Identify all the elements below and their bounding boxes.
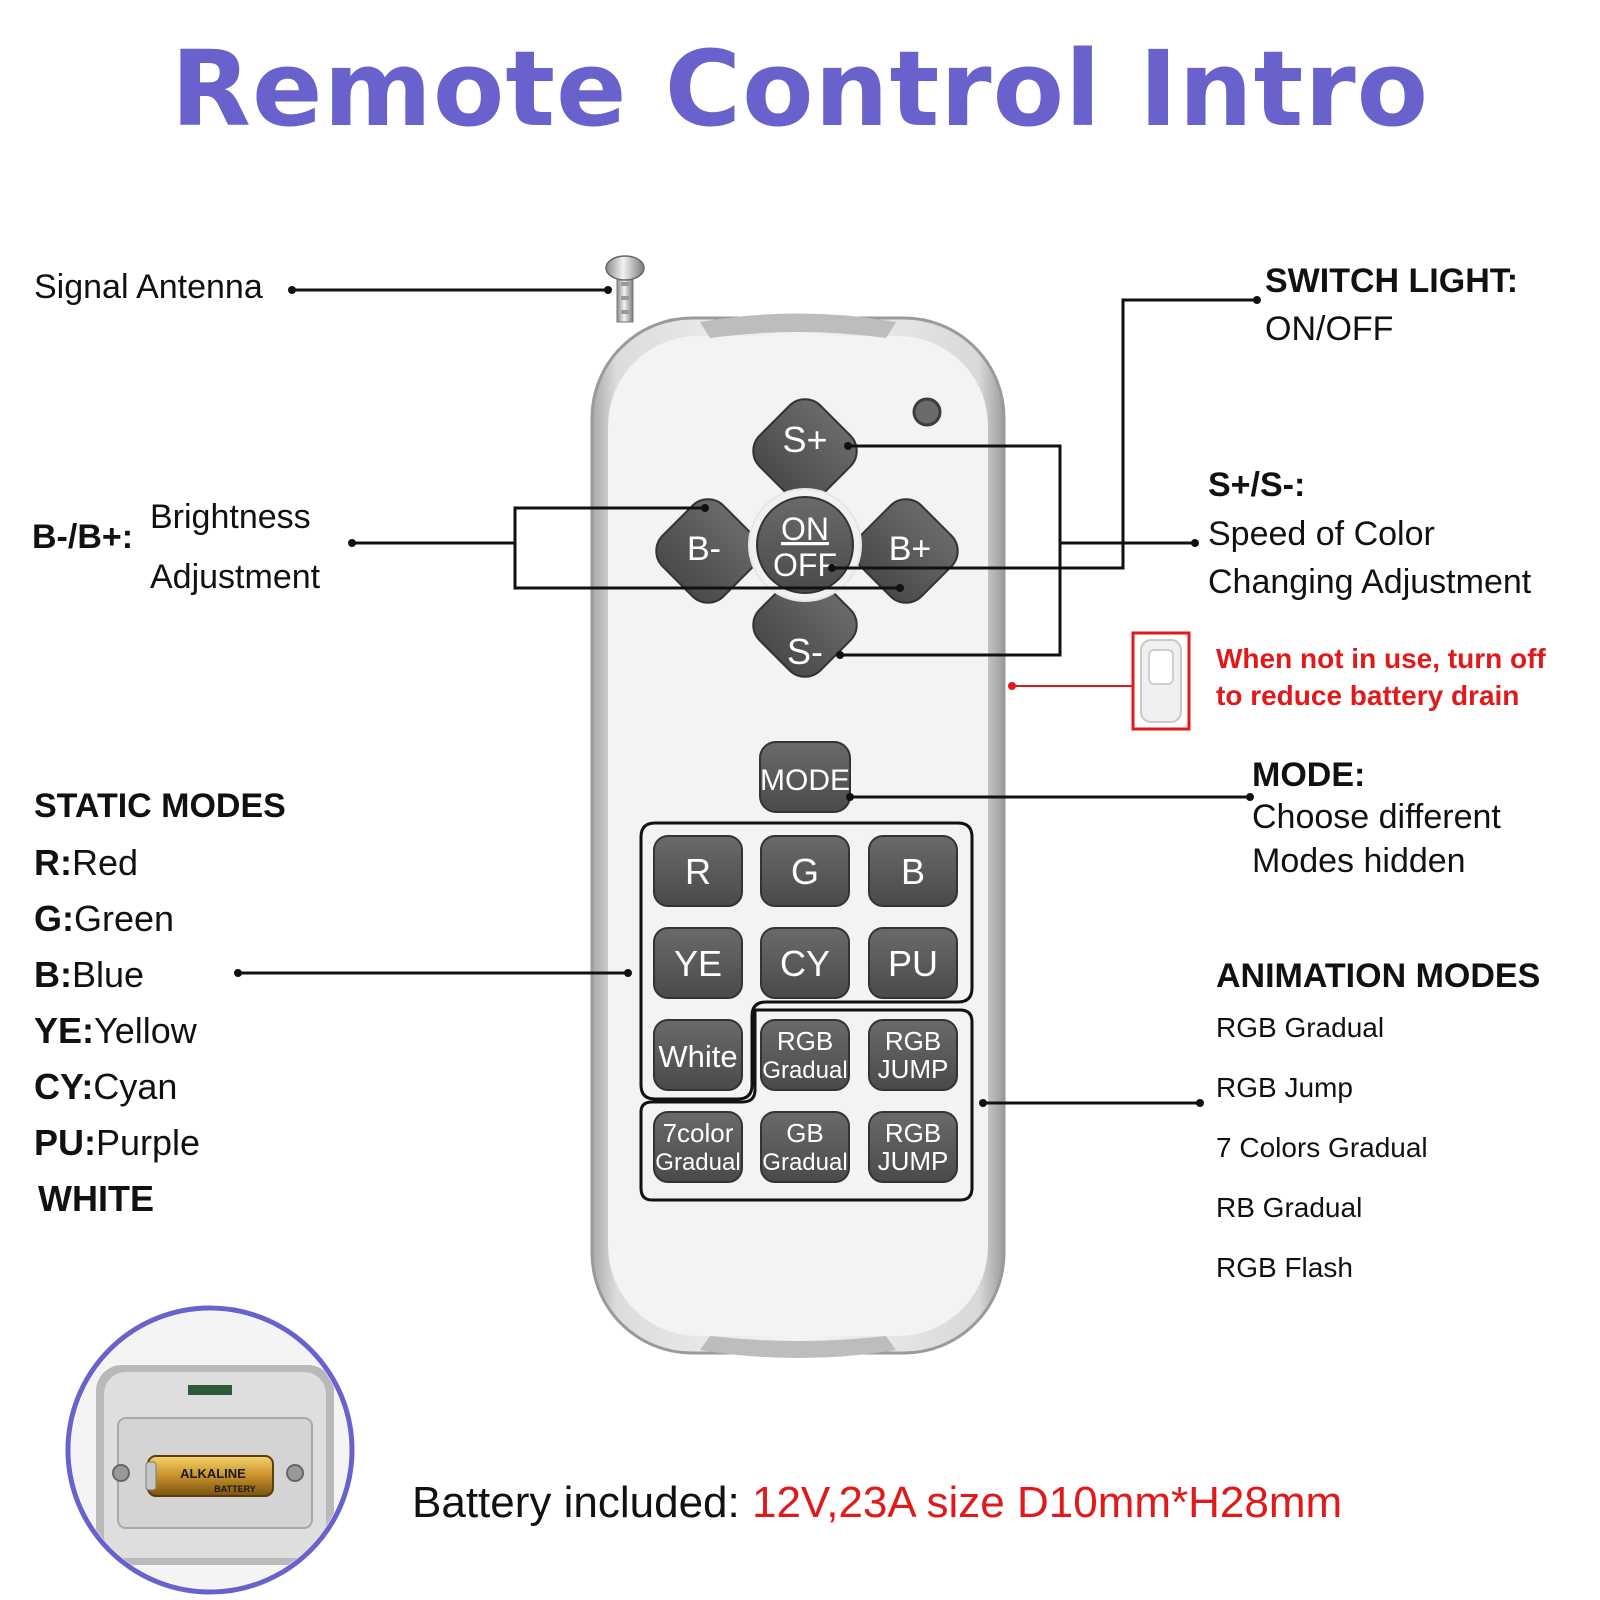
rgb-jump2-label-2: JUMP [878, 1146, 949, 1176]
white-button[interactable] [653, 1019, 743, 1091]
speed-title: S+/S-: [1208, 466, 1306, 504]
mode-buttons-grid: R G B YE CY PU White RGB Gradual RGB JUM… [653, 835, 958, 1183]
static-modes-group [639, 821, 974, 1101]
static-mode-item: PU:Purple [34, 1122, 201, 1163]
static-modes-list: STATIC MODES R:Red G:Green B:Blue YE:Yel… [34, 787, 286, 1220]
battery-compartment-inset: ALKALINE BATTERY [65, 1305, 355, 1595]
mode-button[interactable] [759, 741, 851, 813]
animation-modes-heading: ANIMATION MODES [1216, 957, 1541, 995]
blue-button[interactable] [868, 835, 958, 907]
mode-line2: Modes hidden [1252, 842, 1466, 880]
b-minus-label: B- [687, 530, 721, 568]
battery-caption: Battery included: 12V,23A size D10mm*H28… [412, 1478, 1342, 1528]
seven-color-gradual-button[interactable] [653, 1111, 743, 1183]
animation-modes-group [639, 1008, 974, 1202]
yellow-button[interactable] [653, 927, 743, 999]
rgb-jump-label-1: RGB [885, 1026, 941, 1056]
seven-color-label-1: 7color [663, 1118, 734, 1148]
static-mode-item: CY:Cyan [34, 1066, 178, 1107]
rgb-gradual-button[interactable] [760, 1019, 850, 1091]
white-button-label: White [658, 1039, 737, 1074]
purple-button-label: PU [888, 943, 938, 984]
b-plus-button[interactable] [845, 490, 967, 612]
rgb-gradual-label-2: Gradual [762, 1057, 847, 1084]
leader-dots [234, 286, 1261, 1107]
battery-cell-label: ALKALINE [180, 1466, 246, 1481]
static-mode-item: R:Red [34, 842, 139, 883]
red-button-label: R [685, 851, 711, 892]
rgb-jump-button-2[interactable] [868, 1111, 958, 1183]
battery-warning-line1: When not in use, turn off [1216, 643, 1546, 674]
rgb-jump2-label-1: RGB [885, 1118, 941, 1148]
gb-gradual-label-2: Gradual [762, 1149, 847, 1176]
speed-line2: Changing Adjustment [1208, 563, 1532, 601]
animation-mode-item: RB Gradual [1216, 1192, 1363, 1223]
battery-cell-sublabel: BATTERY [214, 1484, 256, 1494]
s-plus-label: S+ [782, 419, 827, 460]
brightness-label-line2: Adjustment [150, 558, 321, 596]
rgb-jump-label-2: JUMP [878, 1054, 949, 1084]
static-modes-heading: STATIC MODES [34, 787, 286, 825]
antenna [605, 255, 645, 323]
mode-label: MODE [760, 764, 850, 797]
rgb-gradual-label-1: RGB [777, 1026, 833, 1056]
blue-button-label: B [901, 851, 925, 892]
animation-mode-item: RGB Jump [1216, 1072, 1353, 1103]
antenna-label: Signal Antenna [34, 268, 263, 306]
screw-icon [112, 1464, 130, 1482]
leader-lines [238, 288, 1257, 1105]
cyan-button-label: CY [780, 943, 830, 984]
s-plus-button[interactable] [744, 390, 866, 512]
switch-light-desc: ON/OFF [1265, 310, 1394, 348]
power-switch-callout [1008, 631, 1191, 731]
brightness-key: B-/B+: [32, 518, 134, 556]
static-mode-white: WHITE [38, 1178, 154, 1219]
seven-color-label-2: Gradual [655, 1149, 740, 1176]
switch-light-title: SWITCH LIGHT: [1265, 262, 1519, 300]
animation-mode-item: RGB Gradual [1216, 1012, 1385, 1043]
animation-mode-item: RGB Flash [1216, 1252, 1353, 1283]
static-mode-item: B:Blue [34, 954, 145, 995]
led-indicator [912, 397, 942, 427]
green-button-label: G [791, 851, 819, 892]
cyan-button[interactable] [760, 927, 850, 999]
screw-icon [286, 1464, 304, 1482]
mode-title: MODE: [1252, 756, 1366, 794]
brightness-label-line1: Brightness [150, 498, 311, 536]
gb-gradual-label-1: GB [786, 1118, 824, 1148]
dpad: S+ S- B- B+ ON OFF [647, 390, 967, 686]
on-label: ON [781, 511, 829, 547]
off-label: OFF [773, 547, 837, 583]
gb-gradual-button[interactable] [760, 1111, 850, 1183]
animation-modes-list: ANIMATION MODES RGB Gradual RGB Jump 7 C… [1216, 957, 1540, 1312]
s-minus-label: S- [787, 631, 823, 672]
page-title: Remote Control Intro [170, 28, 1430, 150]
b-plus-label: B+ [889, 530, 932, 568]
animation-mode-item: 7 Colors Gradual [1216, 1132, 1428, 1163]
speed-line1: Speed of Color [1208, 515, 1435, 553]
b-minus-button[interactable] [647, 490, 769, 612]
green-button[interactable] [760, 835, 850, 907]
s-minus-button[interactable] [744, 564, 866, 686]
red-button[interactable] [653, 835, 743, 907]
battery-caption-prefix: Battery included: [412, 1478, 752, 1527]
static-mode-item: YE:Yellow [34, 1010, 197, 1051]
battery-spec: 12V,23A size D10mm*H28mm [751, 1478, 1343, 1527]
yellow-button-label: YE [674, 943, 722, 984]
mode-line1: Choose different [1252, 798, 1501, 836]
battery-warning-line2: to reduce battery drain [1216, 680, 1520, 711]
purple-button[interactable] [868, 927, 958, 999]
static-mode-item: G:Green [34, 898, 175, 939]
rgb-jump-button[interactable] [868, 1019, 958, 1091]
